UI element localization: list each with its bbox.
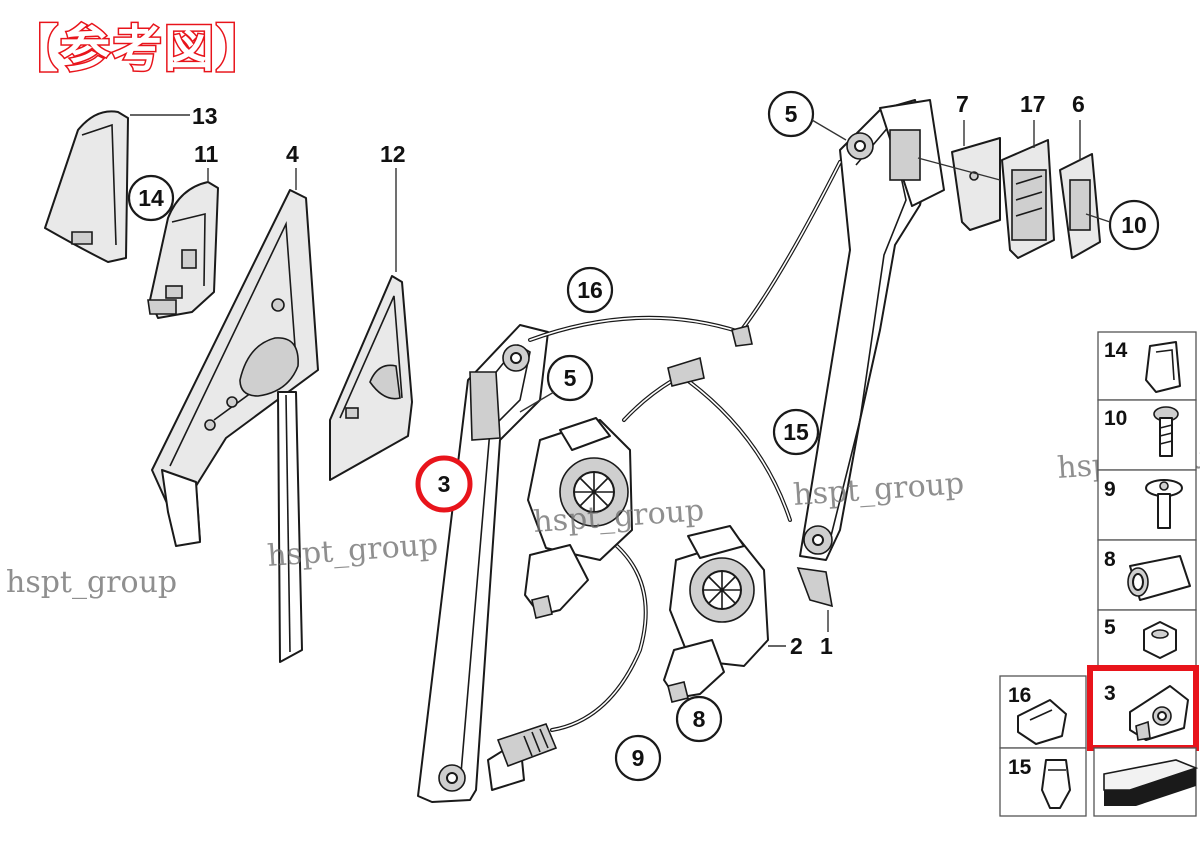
callout-15: 15 [783, 419, 809, 445]
direction-arrow-icon [1103, 759, 1199, 806]
callout-16: 16 [577, 277, 603, 303]
window-motor-part-2 [663, 525, 786, 703]
legend-label-8: 8 [1104, 548, 1116, 571]
callout-11: 11 [194, 141, 219, 167]
bracket-part-6 [1059, 120, 1101, 259]
watermark-1: hspt_group [6, 565, 177, 600]
screw-icon [1145, 479, 1183, 529]
callout-13: 13 [192, 103, 218, 129]
mirror-bracket-part-11 [147, 168, 219, 319]
control-module-part-17 [1001, 120, 1055, 259]
triangle-trim-part-12 [329, 168, 413, 481]
callout-14: 14 [138, 185, 164, 211]
legend-label-9: 9 [1104, 478, 1116, 501]
callout-1: 1 [820, 633, 833, 659]
guide-clip-icon [1041, 759, 1071, 809]
callout-5-top: 5 [785, 101, 798, 127]
legend-label-16: 16 [1008, 684, 1031, 707]
cables [496, 160, 842, 768]
control-plate-part-7 [951, 120, 1001, 231]
reference-diagram-title: 【参考図】 [7, 19, 268, 80]
legend-label-3: 3 [1104, 682, 1116, 705]
bolt-icon [1153, 406, 1179, 457]
nut-icon [1143, 621, 1177, 659]
window-regulator-rail-left [417, 324, 549, 803]
callout-2: 2 [790, 633, 803, 659]
trim-cover-part-13 [44, 110, 190, 263]
callout-8: 8 [693, 706, 706, 732]
callout-10: 10 [1121, 212, 1147, 238]
legend-label-5: 5 [1104, 616, 1116, 639]
callout-12: 12 [380, 141, 406, 167]
legend-label-15: 15 [1008, 756, 1032, 779]
callout-6: 6 [1072, 91, 1085, 117]
leader-plate [917, 157, 1001, 181]
callout-17: 17 [1020, 91, 1046, 117]
callout-4: 4 [286, 141, 299, 167]
bushing-icon [1127, 555, 1191, 601]
clip-icon [1145, 341, 1181, 393]
callout-7: 7 [956, 91, 969, 117]
legend-label-14: 14 [1104, 339, 1128, 362]
carrier-clip-icon [1129, 685, 1189, 741]
callout-3-main: 3 [438, 471, 451, 497]
cable-clip-icon [1017, 699, 1067, 745]
legend-label-10: 10 [1104, 407, 1127, 430]
window-channel-part-4 [151, 168, 319, 663]
fastener-legend: 14 10 9 8 [999, 331, 1199, 817]
callouts: 13 11 4 12 7 17 6 2 1 14 5 10 16 5 3 [127, 90, 1160, 782]
window-motor-mounted [524, 417, 633, 619]
callout-5-mid: 5 [564, 365, 577, 391]
window-regulator-rail-right [796, 99, 945, 632]
callout-9: 9 [632, 745, 645, 771]
